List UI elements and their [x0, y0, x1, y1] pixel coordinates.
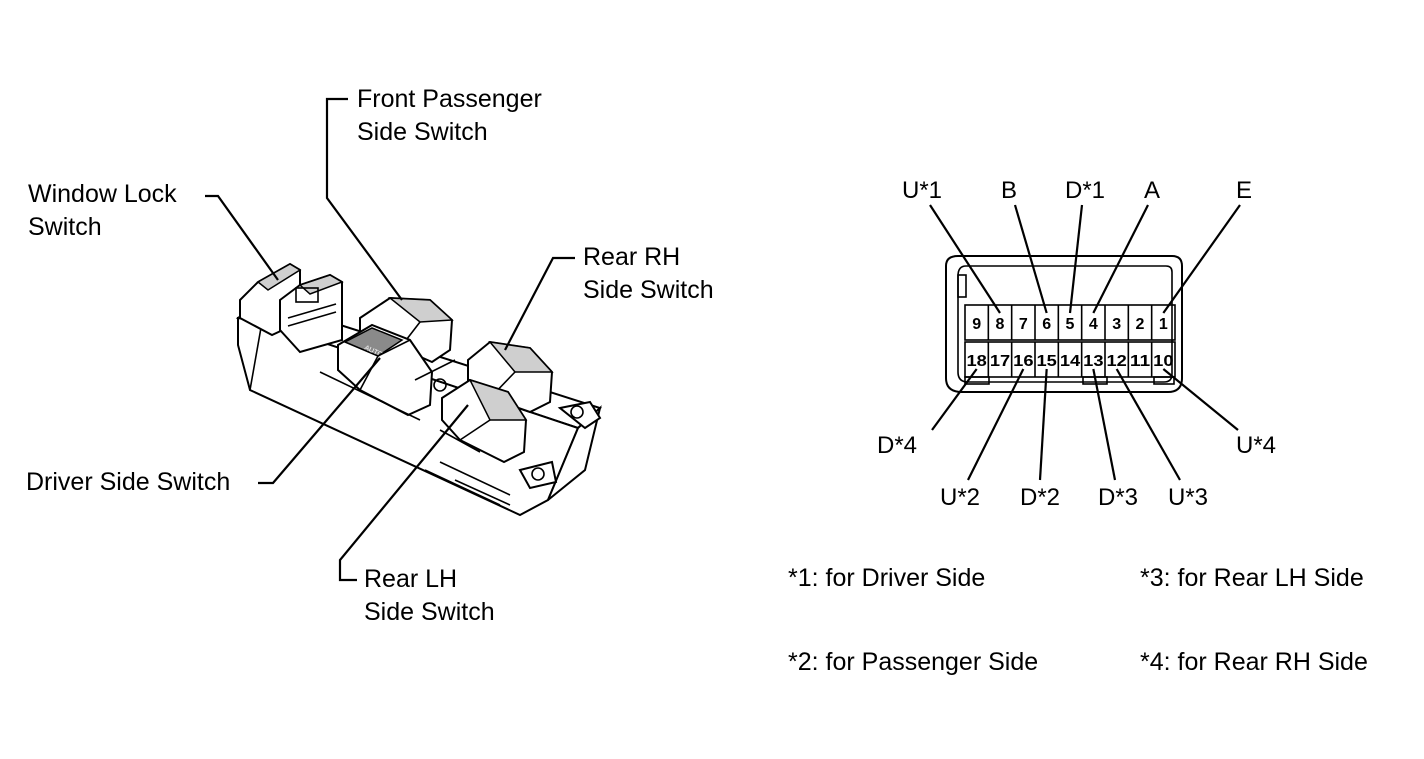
top-pin-8: 8 — [996, 316, 1005, 333]
switch-leader-lines — [205, 97, 575, 582]
note-rear-lh-side: *3: for Rear LH Side — [1140, 564, 1364, 592]
signal-leader-pin-18 — [931, 368, 978, 431]
note-passenger-side: *2: for Passenger Side — [788, 648, 1038, 676]
window-lock-switch-label-line1: Window Lock — [28, 180, 177, 208]
rear-rh-switch-label-line1: Rear RH — [583, 243, 680, 271]
signal-label-pin-8: U*1 — [902, 177, 942, 204]
top-pin-4: 4 — [1089, 316, 1098, 333]
signal-leader-pin-10 — [1162, 368, 1239, 431]
driver-switch-label: Driver Side Switch — [26, 468, 230, 496]
bottom-pin-11: 11 — [1130, 353, 1150, 370]
pin-dividers — [987, 305, 1153, 377]
top-pin-2: 2 — [1136, 316, 1145, 333]
connector-signal-leaders — [929, 204, 1241, 481]
signal-label-pin-1: E — [1236, 177, 1252, 204]
front-passenger-switch-label-line2: Side Switch — [357, 118, 488, 146]
leader-rear-lh — [338, 404, 469, 582]
leader-front-passenger — [325, 97, 403, 301]
bottom-pin-13: 13 — [1083, 353, 1103, 370]
connector-signal-labels: U*1 B D*1 A E D*4U*2 D*2 D*3 U*3 U*4 — [877, 177, 1276, 511]
leader-driver — [258, 357, 381, 485]
signal-label-pin-16: U*2 — [940, 484, 980, 511]
signal-leader-pin-15 — [1038, 368, 1048, 481]
bottom-pin-18: 18 — [967, 353, 987, 370]
note-driver-side: *1: for Driver Side — [788, 564, 985, 592]
signal-label-pin-18: D*4 — [877, 432, 917, 459]
rear-lh-switch-label-line2: Side Switch — [364, 598, 495, 626]
signal-label-pin-4: A — [1144, 177, 1160, 204]
leader-rear-rh — [504, 256, 575, 351]
signal-label-pin-12: U*3 — [1168, 484, 1208, 511]
signal-leader-pin-13 — [1092, 368, 1117, 481]
top-pin-3: 3 — [1112, 316, 1121, 333]
top-pin-5: 5 — [1066, 316, 1075, 333]
rear-rh-switch-label-line2: Side Switch — [583, 276, 714, 304]
top-pin-7: 7 — [1019, 316, 1028, 333]
window-lock-switch-label-line2: Switch — [28, 213, 102, 241]
signal-label-pin-5: D*1 — [1065, 177, 1105, 204]
signal-leader-pin-4 — [1092, 204, 1149, 314]
signal-label-pin-15: D*2 — [1020, 484, 1060, 511]
note-rear-rh-side: *4: for Rear RH Side — [1140, 648, 1368, 676]
signal-leader-pin-6 — [1013, 204, 1048, 314]
bottom-pin-14: 14 — [1060, 353, 1080, 370]
signal-leader-pin-1 — [1162, 204, 1241, 314]
bottom-pin-10: 10 — [1153, 353, 1173, 370]
signal-label-pin-13: D*3 — [1098, 484, 1138, 511]
bottom-pin-12: 12 — [1107, 353, 1127, 370]
top-pin-6: 6 — [1042, 316, 1051, 333]
signal-leader-pin-8 — [929, 204, 1001, 314]
bottom-pin-17: 17 — [990, 353, 1010, 370]
signal-leader-pin-5 — [1068, 204, 1084, 314]
top-pin-1: 1 — [1159, 316, 1168, 333]
bottom-pin-16: 16 — [1013, 353, 1033, 370]
signal-label-pin-6: B — [1001, 177, 1017, 204]
front-passenger-switch-label-line1: Front Passenger — [357, 85, 542, 113]
connector-face — [945, 255, 1183, 393]
leader-window-lock — [205, 194, 279, 281]
bottom-pin-15: 15 — [1037, 353, 1057, 370]
signal-leader-pin-12 — [1115, 368, 1181, 481]
master-switch-assembly: AUTO — [235, 262, 602, 517]
rear-lh-switch-label-line1: Rear LH — [364, 565, 457, 593]
signal-label-pin-10: U*4 — [1236, 432, 1276, 459]
signal-leader-pin-16 — [967, 368, 1025, 481]
top-pin-9: 9 — [972, 316, 981, 333]
